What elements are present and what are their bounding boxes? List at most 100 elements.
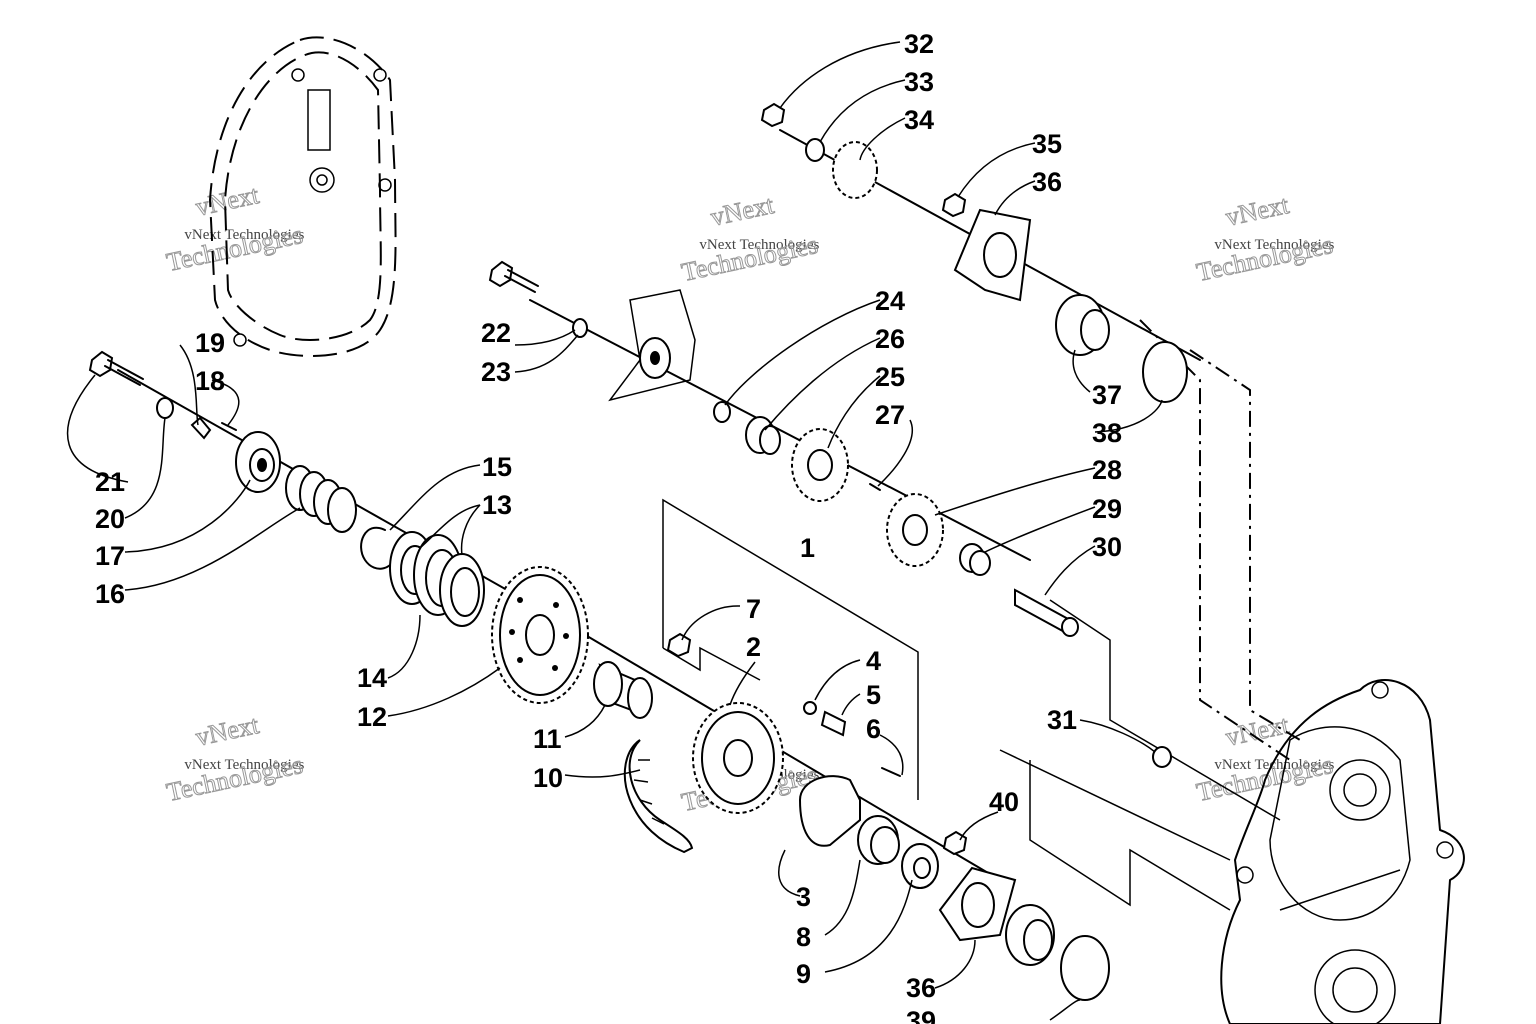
label-12: 12 [357, 702, 387, 732]
part-3-tensioner [798, 775, 861, 847]
part-7-nut [666, 632, 692, 658]
middle-shaft-axis [529, 299, 1031, 561]
label-37: 37 [1092, 380, 1122, 410]
watermark-small: vNext Technologies [184, 757, 304, 773]
part-6-screw [881, 767, 901, 777]
label-10: 10 [533, 763, 563, 793]
part-2-sprocket [692, 702, 784, 814]
part-17-retainer [235, 431, 281, 493]
label-4: 4 [866, 646, 881, 676]
label-33: 33 [904, 67, 934, 97]
part-25-sprocket [791, 428, 849, 502]
label-14: 14 [357, 663, 387, 693]
label-25: 25 [875, 362, 905, 392]
label-38: 38 [1092, 418, 1122, 448]
housing-bore-upper [1329, 759, 1391, 821]
part-28-sprocket [886, 493, 944, 567]
label-7: 7 [746, 594, 761, 624]
part-35-nut [941, 192, 967, 218]
part-29-needle-bearing [959, 543, 991, 576]
watermark-top-center: vNext vNext Technologies Technologies [678, 189, 820, 287]
part-26-needle-bearing [745, 416, 781, 455]
watermark-big-line1: vNext [708, 190, 777, 232]
part-30-spacer-tube [1014, 588, 1079, 637]
label-31: 31 [1047, 705, 1077, 735]
part-labels: 1 2 3 4 5 6 7 8 9 10 11 12 13 14 15 16 1… [95, 29, 1122, 1024]
label-21: 21 [95, 467, 125, 497]
label-26: 26 [875, 324, 905, 354]
label-36-upper: 36 [1032, 167, 1062, 197]
part-37-bearing [1055, 294, 1110, 356]
label-35: 35 [1032, 129, 1062, 159]
bracket-outline [662, 498, 919, 800]
watermark-small: vNext Technologies [184, 227, 304, 243]
housing-bore-lower [1314, 949, 1396, 1024]
part-22-bolt [488, 260, 539, 293]
label-23: 23 [481, 357, 511, 387]
assembly-1-bracket [662, 498, 919, 800]
label-16: 16 [95, 579, 125, 609]
label-5: 5 [866, 680, 881, 710]
label-9: 9 [796, 959, 811, 989]
label-19: 19 [195, 328, 225, 358]
label-28: 28 [1092, 455, 1122, 485]
watermark-small: vNext Technologies [1214, 237, 1334, 253]
cover-hole-inner [316, 174, 328, 186]
label-1: 1 [800, 533, 815, 563]
part-4-ball [803, 701, 817, 715]
label-18: 18 [195, 366, 225, 396]
label-6: 6 [866, 714, 881, 744]
leader-lines [66, 41, 1163, 1021]
part-38-ring [1142, 341, 1188, 403]
part-10-chain [623, 739, 694, 854]
watermark-big-line1: vNext [193, 180, 262, 222]
label-15: 15 [482, 452, 512, 482]
lower-zigzag-guide [1029, 760, 1231, 911]
part-13-thrust-washer-2 [439, 553, 485, 627]
part-32-nut [760, 102, 786, 128]
label-8: 8 [796, 922, 811, 952]
watermark-bottom-left: vNext vNext Technologies Technologies [163, 709, 305, 807]
pin-guide-line [1049, 599, 1281, 821]
label-36-lower: 36 [906, 973, 936, 1003]
label-30: 30 [1092, 532, 1122, 562]
part-9-washer [901, 843, 939, 889]
lower-guide-line [999, 749, 1231, 861]
part-34-sprocket [832, 141, 878, 199]
part-23-washer [572, 318, 588, 338]
watermark-big-line1: vNext [1223, 190, 1292, 232]
part-24-washer [713, 401, 731, 423]
cover-hole [309, 167, 335, 193]
label-22: 22 [481, 318, 511, 348]
part-16-spring [285, 465, 357, 533]
bracket-inner-step [662, 646, 761, 681]
part-33-washer [805, 138, 825, 162]
part-18-pin [221, 422, 237, 431]
watermark-small: vNext Technologies [699, 237, 819, 253]
label-13: 13 [482, 490, 512, 520]
label-39: 39 [906, 1006, 936, 1024]
chaincase-cover [208, 36, 397, 357]
part-lower-bearing [1005, 904, 1055, 966]
part-36-lower-flange [938, 866, 1017, 942]
part-31-washer [1152, 746, 1172, 768]
part-27-key [869, 483, 881, 491]
part-12-large-sprocket [491, 566, 589, 704]
label-20: 20 [95, 504, 125, 534]
cover-detail [307, 89, 331, 151]
label-34: 34 [904, 105, 934, 135]
part-20-washer [156, 397, 174, 419]
mount-bracket [608, 289, 696, 402]
label-32: 32 [904, 29, 934, 59]
label-27: 27 [875, 400, 905, 430]
watermark-small: vNext Technologies [1214, 757, 1334, 773]
part-39-ring [1060, 935, 1110, 1001]
watermark-big-line1: vNext [193, 710, 262, 752]
chaincase-housing [1220, 679, 1465, 1024]
label-29: 29 [1092, 494, 1122, 524]
part-36-upper-flange [953, 208, 1032, 302]
part-21-bolt [88, 350, 144, 386]
label-17: 17 [95, 541, 125, 571]
watermark-big-line1: vNext [1223, 710, 1292, 752]
